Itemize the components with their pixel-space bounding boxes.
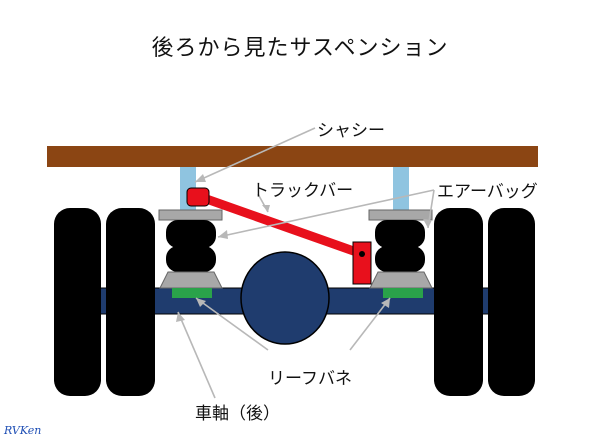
arrow-leaf-left [196,298,206,307]
tire-left-inner [106,208,155,396]
label-track-bar: トラックバー [252,181,354,201]
arrow-trackbar [262,205,270,212]
left-airbag-upper [166,220,216,248]
right-airbag-upper [375,220,425,248]
arrow-chassis [195,174,206,182]
tire-left-outer [54,208,101,396]
diagram-title: 後ろから見たサスペンション [151,36,449,61]
arrow-airbag-left [218,230,228,239]
track-bar-chassis-mount [186,187,210,207]
callout-leaf-left [195,297,269,351]
arrow-airbag-right [423,219,432,228]
track-bar-axle-mount [352,241,372,285]
arrow-axle [176,312,185,322]
signature: RVKen [4,424,42,437]
left-airbag-top-plate [158,209,223,221]
callout-airbag-left [217,189,435,238]
right-airbag-lower [375,246,425,272]
right-leaf-spring [383,288,423,298]
label-chassis: シャシー [317,121,385,141]
right-bracket [393,167,409,215]
differential-housing [240,251,330,345]
left-airbag-bottom-plate [159,271,223,289]
label-axle: 車軸（後） [195,404,280,424]
label-leaf-spring: リーフバネ [268,369,352,389]
left-airbag-lower [166,246,216,272]
left-leaf-spring [172,288,212,298]
chassis-beam [47,146,538,167]
right-airbag-top-plate [368,209,433,221]
tire-right-inner [434,208,483,396]
label-air-bag: エアーバッグ [437,182,538,202]
arrow-leaf-right [381,298,390,308]
tire-right-outer [488,208,535,396]
right-airbag-bottom-plate [369,271,433,289]
callout-chassis [194,127,316,183]
callout-leaf-right [349,297,391,351]
track-bar-axle-bolt [359,251,365,257]
callout-axle [177,311,216,399]
track-bar [193,191,367,259]
